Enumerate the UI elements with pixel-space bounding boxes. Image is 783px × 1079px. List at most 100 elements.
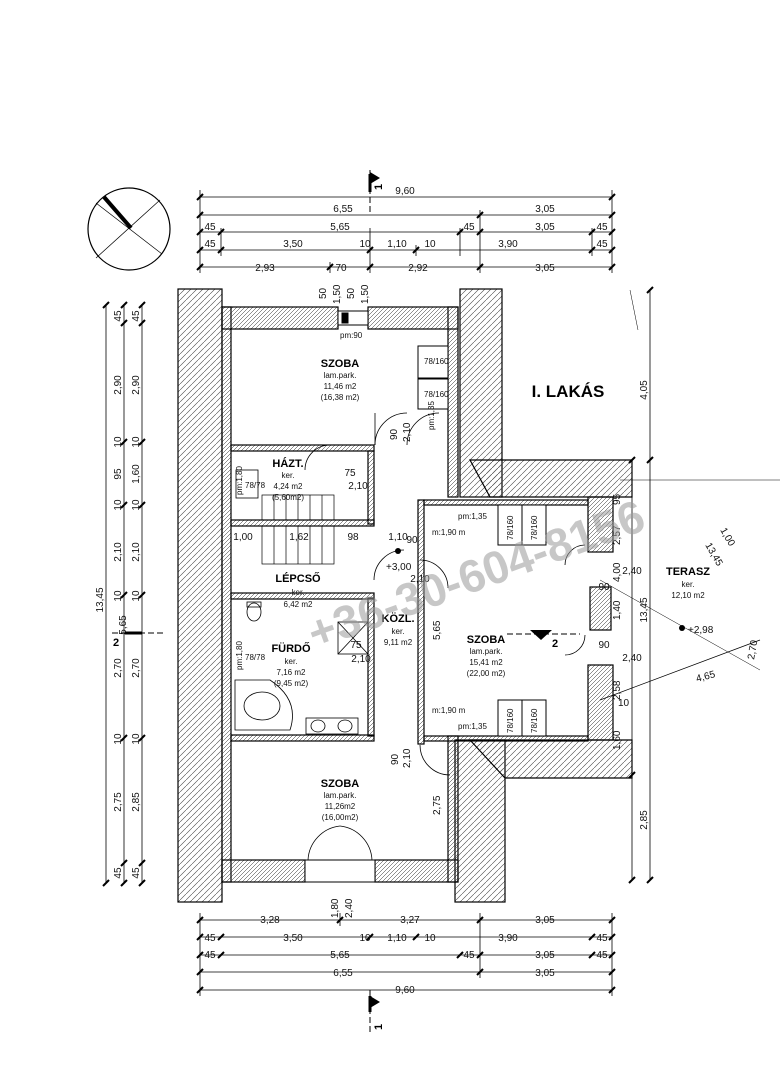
dim-top-r3-e: 45 — [596, 222, 608, 233]
room-szoba3-area2: (16,00m2) — [322, 813, 359, 822]
room-terasz-name: TERASZ — [666, 566, 710, 578]
dim-270: 2,70 — [746, 639, 760, 661]
dim-top-r4-f: 3,90 — [498, 239, 518, 250]
label-window-7: 78/78 — [245, 481, 266, 490]
dim-160: 1,60 — [612, 730, 623, 750]
label-window-2: 78/160 — [424, 390, 449, 399]
top-dimension-ticks — [196, 193, 616, 271]
room-szoba2-area2: (22,00 m2) — [467, 669, 506, 678]
dim-210c: 2,10 — [402, 422, 413, 442]
dim-top-r4-g: 45 — [596, 239, 608, 250]
dim-210a: 2,10 — [348, 481, 368, 492]
dim-top-r4-a: 45 — [204, 239, 216, 250]
label-window-5: 78/160 — [506, 708, 515, 733]
dim-left-i-3: 10 — [131, 436, 142, 448]
dim-left-i-1: 45 — [131, 310, 142, 322]
level-marker-icon — [395, 548, 401, 554]
dim-257: 2,57 — [612, 525, 623, 545]
dim-top-r5-d: 3,05 — [535, 263, 555, 274]
dim-left-o-9: 10 — [113, 733, 124, 745]
dim-top-r4-d: 1,10 — [387, 239, 407, 250]
dim-110: 1,10 — [388, 532, 408, 543]
room-kozl-floor: ker. — [392, 627, 405, 636]
dim-bot-r1-a: 3,28 — [260, 915, 280, 926]
dim-top-r3-c: 45 — [463, 222, 475, 233]
room-hazt-name: HÁZT. — [272, 457, 303, 470]
dim-150b: 1,50 — [360, 284, 371, 304]
dim-98: 98 — [347, 532, 359, 543]
dim-left-i-4: 1,60 — [131, 464, 142, 484]
dim-left-565: 5,65 — [118, 615, 129, 635]
dim-bot-r3-c: 45 — [463, 950, 475, 961]
room-lepcso-name: LÉPCSŐ — [275, 572, 321, 585]
dim-258: 2,58 — [612, 680, 623, 700]
room-terasz-area: 12,10 m2 — [671, 591, 705, 600]
roof-eave-upper-right — [468, 459, 633, 498]
dim-left-o-1: 45 — [113, 310, 124, 322]
windows — [304, 310, 547, 883]
room-szoba3-name: SZOBA — [321, 778, 360, 790]
label-window-8: 78/78 — [245, 653, 266, 662]
dim-140: 1,40 — [612, 600, 623, 620]
dim-bot-r4-b: 3,05 — [535, 968, 555, 979]
dim-left-o-2: 2,90 — [113, 375, 124, 395]
label-m190-b: m:1,90 m — [432, 706, 466, 715]
dim-left-i-6: 2,10 — [131, 542, 142, 562]
dim-top-r3-d: 3,05 — [535, 222, 555, 233]
dim-050: 50 — [318, 287, 329, 299]
dim-left-i-2: 2,90 — [131, 375, 142, 395]
level-marker-icon — [679, 625, 685, 631]
room-terasz-floor: ker. — [682, 580, 695, 589]
dim-left-o-3: 10 — [113, 436, 124, 448]
dim-bot-r3-d: 3,05 — [535, 950, 555, 961]
roof-eave-left — [177, 288, 223, 903]
walls — [221, 306, 614, 883]
section-marker-bottom — [368, 990, 380, 1035]
label-pm135-b: pm:1,35 — [458, 512, 487, 521]
dim-240c: 2,40 — [344, 898, 355, 918]
dim-top-r4-e: 10 — [424, 239, 436, 250]
dim-95: 95 — [612, 493, 623, 505]
dim-left-i-10: 2,85 — [131, 792, 142, 812]
dim-275: 2,75 — [432, 795, 443, 815]
bathroom-fixtures — [234, 469, 369, 735]
section-label-right: 2 — [552, 638, 558, 650]
room-furdo-area2: (9,45 m2) — [274, 679, 309, 688]
section-label-left: 2 — [113, 637, 119, 649]
bottom-dimension-ticks — [196, 916, 616, 994]
section-marker-right — [507, 630, 580, 640]
label-window-1: 78/160 — [424, 357, 449, 366]
dim-bot-r3-a: 45 — [204, 950, 216, 961]
dim-left-total: 13,45 — [95, 587, 106, 612]
dim-bot-r2-e: 10 — [424, 933, 436, 944]
dim-1000: 1,00 — [717, 526, 736, 549]
dim-left-o-7: 10 — [113, 590, 124, 602]
room-kozl-area: 9,11 m2 — [384, 638, 413, 647]
dim-top-r3-a: 45 — [204, 222, 216, 233]
room-hazt-area: 4,24 m2 — [274, 482, 303, 491]
room-szoba3-floor: lam.park. — [324, 791, 357, 800]
room-lepcso-floor: ker. — [292, 588, 305, 597]
dim-1345r: 13,45 — [702, 541, 724, 569]
section-marker-top — [368, 170, 380, 215]
dim-top-total: 9,60 — [395, 186, 415, 197]
dim-75b: 75 — [350, 640, 362, 651]
room-szoba2-floor: lam.park. — [470, 647, 503, 656]
dim-top-r5-a: 2,93 — [255, 263, 275, 274]
dim-top-r2-a: 6,55 — [333, 204, 353, 215]
dim-210e: 2,10 — [402, 748, 413, 768]
dim-top-r4-c: 10 — [359, 239, 371, 250]
room-hazt-floor: ker. — [282, 471, 295, 480]
label-pm135-a: pm:1,35 — [427, 401, 436, 430]
room-szoba1-area: 11,46 m2 — [324, 382, 357, 391]
dim-bot-r2-a: 45 — [204, 933, 216, 944]
dim-bot-r3-e: 45 — [596, 950, 608, 961]
label-window-6: 78/160 — [530, 708, 539, 733]
label-window-3: 78/160 — [506, 515, 515, 540]
right-dimension-ticks — [628, 286, 654, 884]
label-pm135-c: pm:1,35 — [458, 722, 487, 731]
dim-90e: 90 — [598, 640, 610, 651]
dim-210d: 2,10 — [410, 574, 430, 585]
room-szoba3-area: 11,26m2 — [325, 802, 356, 811]
room-kozl-name: KÖZL. — [382, 612, 415, 625]
